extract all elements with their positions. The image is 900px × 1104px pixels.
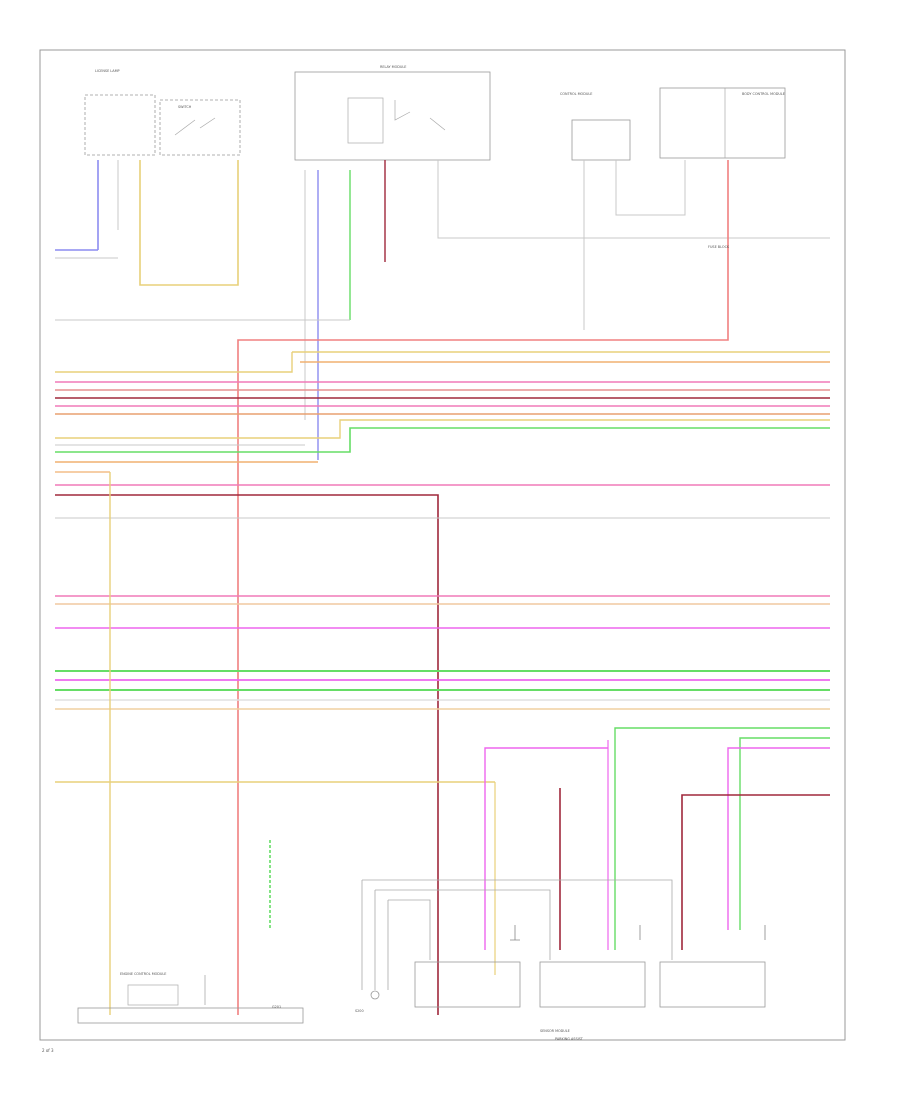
- bus-1-left: [55, 352, 293, 373]
- diagram-border: [39, 49, 846, 1041]
- top-drops: [97, 160, 830, 1015]
- ground-label: G201: [272, 1005, 281, 1009]
- relay-switch: [394, 100, 446, 131]
- bus-wires: [55, 351, 830, 1015]
- feed-green-2: [739, 737, 830, 930]
- switch-contact: [174, 117, 216, 136]
- control-module-box: [571, 119, 631, 161]
- top-components: LICENSE LAMP SWITCH RELAY MODULE CONTROL…: [84, 65, 786, 161]
- relay-coil: [347, 97, 384, 144]
- engine-module-box: [77, 1007, 304, 1024]
- switch-box: [159, 99, 241, 156]
- bus-9: [55, 427, 830, 453]
- feed-darkred-1: [681, 794, 830, 950]
- sensor-module-label: SENSOR MODULE: [540, 1029, 570, 1033]
- feed-green-1: [614, 727, 830, 950]
- wire-red-main: [237, 160, 729, 1015]
- bottom-modules: ENGINE CONTROL MODULE S200 SENSOR MODULE…: [77, 245, 766, 1041]
- wire-yellow-loop: [139, 160, 239, 286]
- engine-module-label: ENGINE CONTROL MODULE: [120, 972, 166, 976]
- ground-symbols: [510, 925, 766, 941]
- splice-node: [370, 990, 380, 1000]
- license-lamp-label: LICENSE LAMP: [95, 69, 120, 73]
- sensor-module-3: [659, 961, 766, 1008]
- sensor-feeds: [269, 727, 830, 950]
- relay-module-box: [294, 71, 491, 161]
- bus-14: [55, 494, 439, 1015]
- sensor-harness: [362, 879, 673, 960]
- footnote-label: PARKING ASSIST: [555, 1037, 584, 1041]
- left-leads: [55, 249, 350, 321]
- wire-relay-gray: [437, 160, 830, 239]
- sensor-module-1: [414, 961, 521, 1008]
- bus-8: [55, 419, 830, 439]
- switch-label: SWITCH: [178, 105, 192, 109]
- fuse-block-label: FUSE BLOCK: [708, 245, 730, 249]
- engine-module-inner: [127, 984, 179, 1006]
- bcm-box: [659, 87, 786, 159]
- feed-magenta-1: [727, 747, 830, 930]
- license-lamp-box: [84, 94, 156, 156]
- splice-label: S200: [355, 1009, 364, 1013]
- sensor-module-2: [539, 961, 646, 1008]
- splice-leads: [361, 880, 389, 990]
- feed-magenta-2: [484, 747, 608, 950]
- bcm-label: BODY CONTROL MODULE: [742, 92, 785, 96]
- control-module-label: CONTROL MODULE: [560, 92, 592, 96]
- relay-module-label: RELAY MODULE: [380, 65, 406, 69]
- wire-control-loop: [615, 160, 686, 216]
- page-number: 2 of 3: [42, 1048, 54, 1053]
